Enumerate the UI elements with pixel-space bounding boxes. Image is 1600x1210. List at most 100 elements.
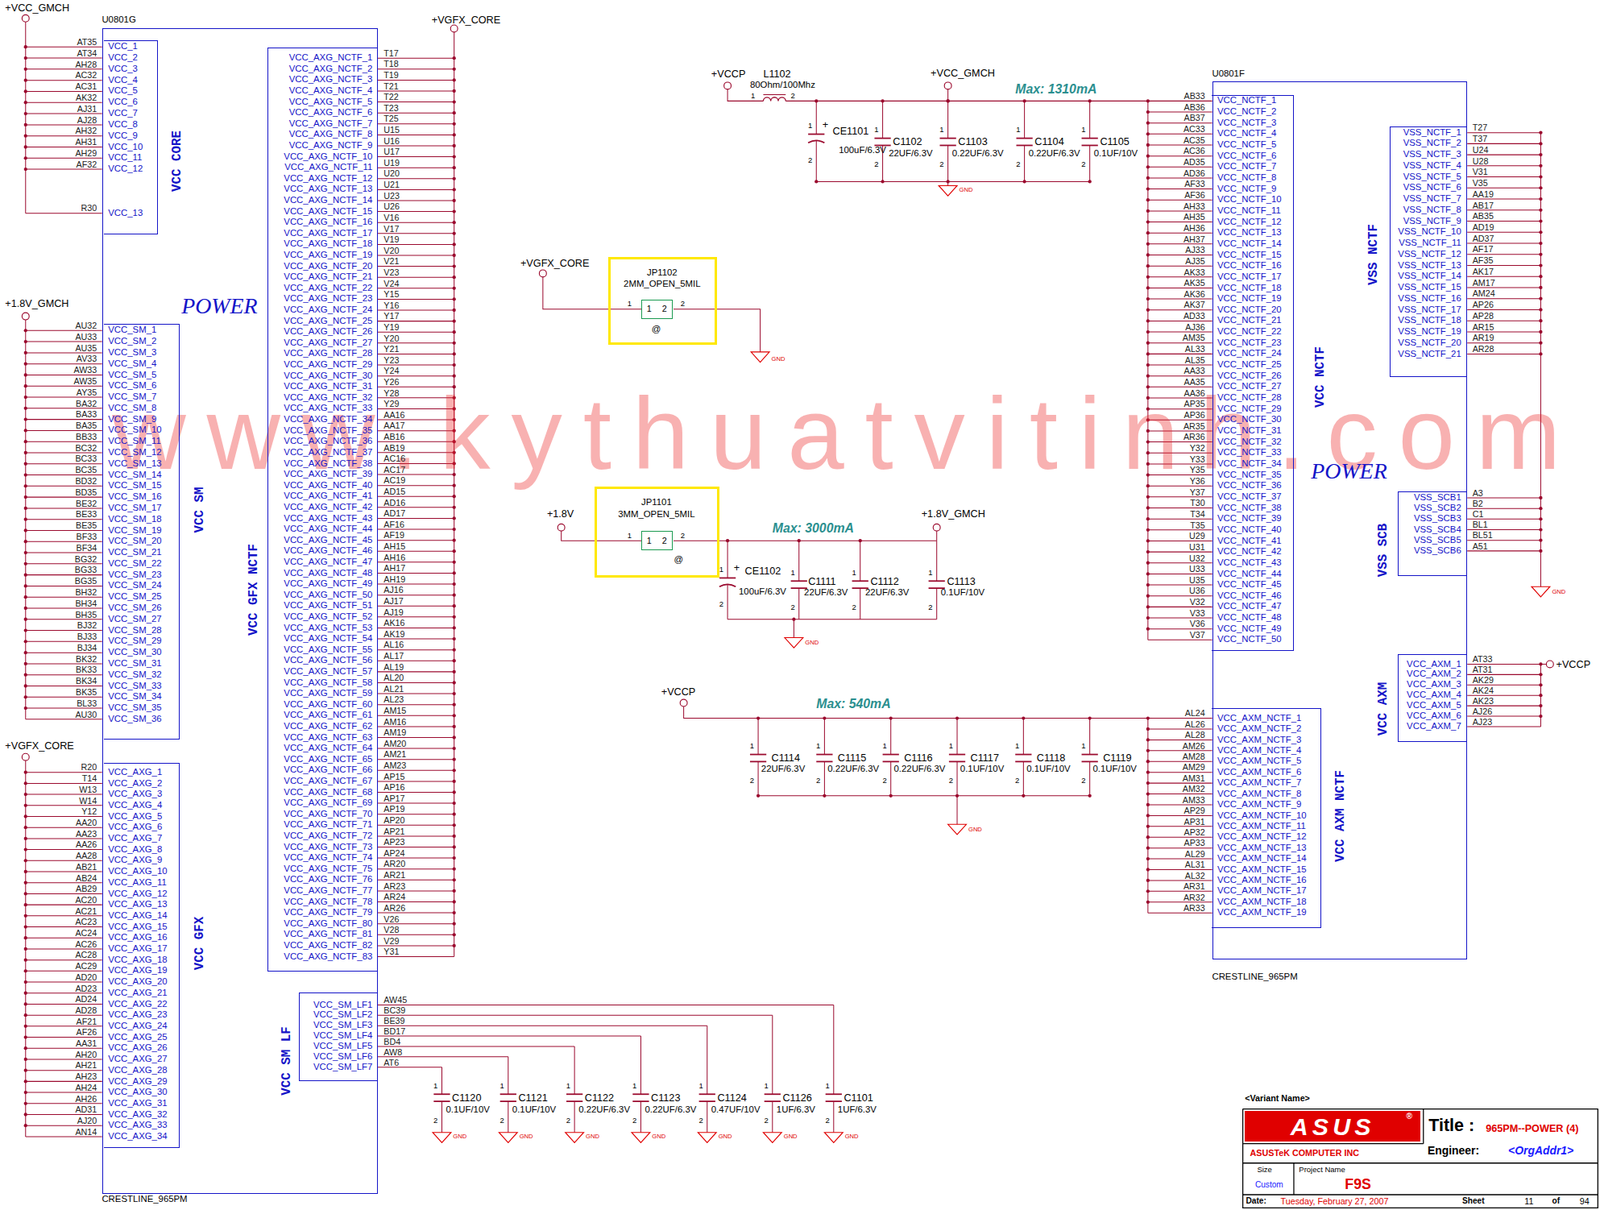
pin-stub bbox=[25, 91, 103, 92]
wire bbox=[758, 795, 1091, 796]
pin-number: AC23 bbox=[74, 917, 97, 927]
pin-name: VCC_NCTF_9 bbox=[1217, 184, 1277, 194]
pin-number: AF26 bbox=[76, 1027, 98, 1037]
junction-dot bbox=[24, 562, 28, 566]
pin-stub bbox=[1148, 869, 1213, 871]
junction-dot bbox=[24, 472, 28, 477]
jumper-highlight: JP11013MM_OPEN_5MIL12 bbox=[594, 486, 720, 578]
title-block-text: Engineer: bbox=[1427, 1145, 1480, 1157]
pin-number: AH21 bbox=[74, 1061, 97, 1070]
pin-stub bbox=[1148, 837, 1213, 838]
pin-name: VCC_AXM_NCTF_19 bbox=[1217, 908, 1307, 918]
pin-name: VCC_AXG_1 bbox=[107, 767, 162, 777]
pin-number: AL26 bbox=[1185, 719, 1206, 729]
pin-stub bbox=[1148, 265, 1213, 267]
part-reference: C1101 bbox=[843, 1092, 873, 1103]
pin-name: VCC_NCTF_37 bbox=[1217, 492, 1282, 502]
pin-number: AC17 bbox=[383, 464, 406, 474]
pin-number: AD20 bbox=[74, 972, 97, 982]
pin-number: AD37 bbox=[1472, 233, 1495, 243]
pin-name: VCC_AXM_NCTF_17 bbox=[1217, 887, 1307, 896]
wire bbox=[727, 540, 729, 578]
pin-number: BD17 bbox=[383, 1027, 406, 1037]
pin-stub bbox=[25, 882, 103, 883]
capacitor-plate bbox=[500, 1093, 517, 1095]
ground-symbol bbox=[750, 352, 770, 363]
pin-number: AK35 bbox=[1184, 278, 1206, 288]
junction-dot bbox=[24, 1112, 28, 1116]
junction-dot bbox=[452, 692, 456, 696]
pin-name: VCC_AXG_19 bbox=[107, 966, 167, 976]
pin-stub bbox=[25, 652, 103, 654]
pin-name: VCC_AXG_27 bbox=[107, 1054, 167, 1064]
pin-stub bbox=[377, 506, 455, 508]
junction-dot bbox=[452, 99, 456, 104]
ground-label: GND bbox=[959, 186, 974, 194]
junction-dot bbox=[24, 100, 28, 104]
pin-number: U29 bbox=[1189, 531, 1206, 541]
pin-stub bbox=[25, 685, 103, 687]
pin-stub bbox=[1467, 508, 1541, 510]
junction-dot bbox=[24, 1069, 28, 1073]
pin-stub bbox=[25, 915, 103, 917]
pin-number: BH34 bbox=[74, 598, 97, 608]
part-reference: C1104 bbox=[1034, 136, 1064, 148]
pin-name: VCC_NCTF_39 bbox=[1217, 514, 1282, 524]
pin-number: 2 bbox=[662, 304, 668, 314]
pin-name: VCC_AXG_20 bbox=[107, 977, 167, 987]
pin-name: VCC_AXG_NCTF_28 bbox=[283, 349, 373, 359]
pin-number: 1 bbox=[646, 535, 652, 545]
pin-stub bbox=[25, 992, 103, 994]
pin-number: 1 bbox=[928, 568, 933, 577]
part-reference: C1120 bbox=[451, 1092, 481, 1103]
pin-stub bbox=[25, 113, 103, 115]
pin-name: VCC_SM_14 bbox=[107, 470, 162, 480]
pin-name: VCC_AXG_8 bbox=[107, 845, 162, 854]
pin-stub bbox=[25, 146, 103, 148]
junction-dot bbox=[452, 834, 456, 838]
pin-name: VCC_AXG_32 bbox=[107, 1110, 167, 1120]
junction-dot bbox=[24, 595, 28, 599]
pin-stub bbox=[377, 912, 455, 914]
part-reference: C1121 bbox=[518, 1092, 548, 1103]
part-reference: C1114 bbox=[771, 753, 800, 764]
pin-stub bbox=[1148, 606, 1213, 608]
pin-name: VCC_5 bbox=[107, 87, 138, 96]
pin-number: 2 bbox=[816, 776, 821, 785]
pin-number: BL33 bbox=[76, 698, 97, 708]
pin-name: VCC_SM_LF5 bbox=[313, 1041, 373, 1051]
pin-stub bbox=[1467, 539, 1541, 541]
pin-name: VCC_AXG_14 bbox=[107, 911, 167, 921]
pin-name: VCC_AXG_NCTF_54 bbox=[283, 634, 373, 643]
junction-dot bbox=[1146, 252, 1150, 257]
part-value: 0.1UF/10V bbox=[445, 1105, 490, 1115]
pin-stub bbox=[1148, 298, 1213, 300]
pin-stub bbox=[1148, 529, 1213, 531]
pin-stub bbox=[25, 330, 103, 332]
pin-name: VCC_AXG_NCTF_60 bbox=[283, 700, 373, 709]
junction-dot bbox=[24, 847, 28, 851]
pin-name: VCC_NCTF_24 bbox=[1217, 349, 1282, 359]
jumper-symbol: 12 bbox=[641, 299, 673, 320]
pin-number: 2 bbox=[949, 776, 954, 785]
junction-dot bbox=[24, 484, 28, 488]
pin-stub bbox=[1467, 298, 1541, 299]
pin-number: AA31 bbox=[75, 1039, 97, 1049]
pin-stub bbox=[1467, 518, 1541, 520]
pin-number: BJ33 bbox=[77, 632, 98, 642]
pin-stub bbox=[1148, 155, 1213, 157]
pin-stub bbox=[377, 232, 455, 234]
pin-stub bbox=[377, 890, 455, 892]
pin-stub bbox=[25, 124, 103, 125]
junction-dot bbox=[1146, 749, 1150, 753]
title-block-border bbox=[1243, 1109, 1599, 1209]
pin-name: VCC_AXG_NCTF_41 bbox=[283, 492, 373, 502]
junction-dot bbox=[24, 528, 28, 532]
wire bbox=[441, 1101, 443, 1133]
pin-stub bbox=[25, 1081, 103, 1082]
junction-dot bbox=[24, 914, 28, 918]
pin-name: VCC_NCTF_33 bbox=[1217, 448, 1282, 458]
wire bbox=[1089, 718, 1091, 755]
part-reference: CE1101 bbox=[833, 126, 870, 137]
part-reference: CE1102 bbox=[745, 566, 782, 577]
